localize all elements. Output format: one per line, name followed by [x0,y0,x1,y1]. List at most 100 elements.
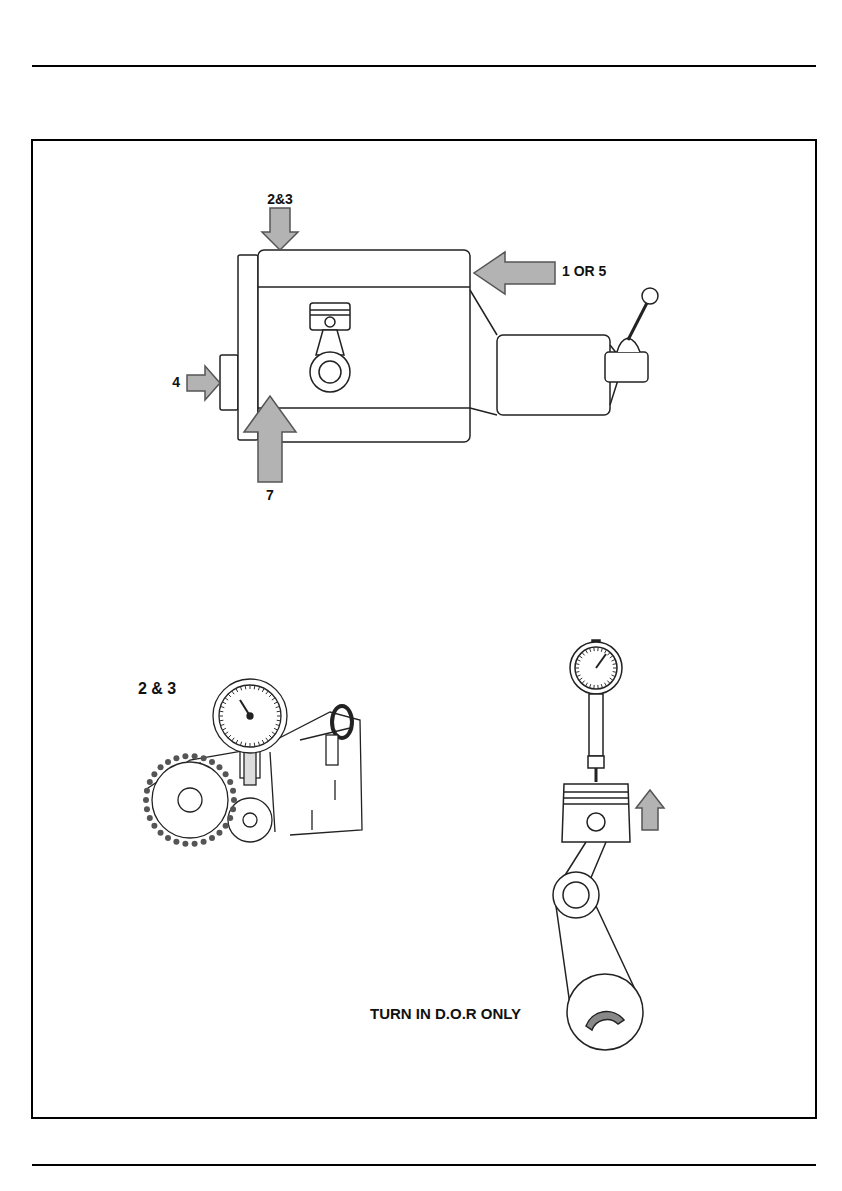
dial-gauge-on-engine-part-part [165,759,171,765]
dial-gauge-on-engine-part-part [258,687,259,691]
dial-gauge-on-engine-part-part [272,732,275,734]
dial-gauge-on-engine-part-part [227,779,233,785]
dial-gauge-on-engine-part-part [147,779,153,785]
dial-gauge-on-piston-part-part [607,681,610,684]
dial-gauge-on-piston-part-part [590,648,591,652]
dial-gauge-on-engine-part-part [276,706,280,707]
dial-gauge-on-engine-part-part [225,698,228,700]
dial-gauge-on-engine-part [213,679,287,753]
dial-gauge-on-piston-part [570,642,622,694]
dial-gauge-on-engine-part [219,685,281,747]
dial-gauge-on-engine-part-part [201,755,207,761]
dial-gauge-on-piston-part-part [601,648,602,652]
page-rules-part [32,140,816,1118]
dial-gauge-on-engine-part-part [221,724,225,725]
dial-gauge-on-engine-part [243,813,257,827]
dial-gauge-on-engine-part-part [228,694,231,697]
dial-gauge-on-piston-part [562,784,630,842]
dial-gauge-on-piston-part [567,974,643,1050]
dial-gauge-on-piston-part [575,647,617,689]
dial-gauge-on-piston-part-part [575,668,579,669]
instruction-note: TURN IN D.O.R ONLY [370,1006,521,1023]
dial-gauge-on-piston-part-part [577,659,581,661]
dial-gauge-on-piston-part-part [610,656,613,658]
dial-gauge-on-piston-part [636,790,664,830]
callout-arrows-part [244,396,296,482]
dial-gauge-on-engine-part [326,735,338,765]
dial-gauge-on-engine-part-part [144,806,150,812]
dial-gauge-on-engine-part-part [182,753,188,759]
dial-gauge-on-engine-part-part [258,742,259,746]
piston-icon-part [319,361,341,383]
dial-gauge-on-engine-part [247,713,253,719]
dial-gauge-on-piston-part-part [586,650,588,653]
dial-gauge-on-engine-part-part [269,735,272,738]
page-rules [32,66,816,1165]
dial-gauge-on-engine-part-part [216,830,222,836]
dial-gauge-on-engine-part-part [245,685,247,689]
dial-gauge-on-engine-part-part [269,694,272,697]
piston-icon-part [325,317,335,327]
dial-gauge-on-engine-part-part [182,841,188,847]
dial-gauge-on-engine-part-part [192,841,198,847]
dial-gauge-on-piston-part-part [607,652,610,655]
dial-gauge-on-piston-part-part [579,656,582,658]
dial-gauge-on-piston-part [564,797,628,799]
dial-gauge-on-engine-part [152,762,228,838]
dial-gauge-on-engine-part-part [240,687,241,691]
dial-gauge-on-engine-part-part [274,702,278,704]
dial-gauge-on-piston-part-part [577,675,581,677]
dial-gauge-on-engine-part-part [219,711,223,713]
dial-gauge-on-piston-part-part [601,684,602,688]
dial-gauge-on-piston-part [553,872,599,918]
dial-gauge-on-engine-part-part [216,764,222,770]
dial-gauge-on-piston-part-part [605,683,607,686]
dial-gauge-on-engine-part-part [228,735,231,738]
dial-gauge-on-engine-part-part [223,771,229,777]
dial-gauge-on-engine-part-part [276,724,280,725]
dial-gauge-on-engine-part [143,753,237,847]
engine-schematic-part [238,255,258,440]
piston-icon-part [310,352,350,392]
dial-gauge-on-piston-part [587,813,605,831]
dial-gauge-on-piston-part-part [613,663,617,665]
dial-gauge-on-piston-part-part [590,684,591,688]
dial-gauge-on-engine-part-part [254,685,256,689]
callout-number: 2&3 [267,192,293,207]
piston-icon-part [310,314,350,316]
dial-gauge-on-engine [143,679,362,847]
dial-gauge-on-piston-part [564,803,628,805]
engine-schematic [220,250,658,442]
dial-gauge-on-engine-part-part [245,743,247,747]
engine-schematic-part [258,250,470,442]
dial-gauge-on-piston-part [595,768,598,782]
dial-gauge-on-piston-part-part [575,663,579,665]
dial-gauge-on-engine-part-part [209,759,215,765]
dial-gauge-on-piston-part [564,791,628,793]
dial-gauge-on-engine-part [332,706,352,738]
dial-gauge-on-piston-part-part [582,681,585,684]
dial-gauge-on-piston-part [596,654,606,668]
dial-gauge-on-engine-part-part [277,716,281,717]
dial-gauge-on-engine-part-part [173,839,179,845]
dial-gauge-on-piston-part [589,694,603,756]
dial-gauge-on-engine-part [311,810,312,830]
dial-gauge-on-engine-part-part [232,691,234,694]
dial-gauge-on-piston-part-part [613,671,617,673]
engine-schematic-part [497,335,610,415]
dial-gauge-on-piston-part-part [612,659,616,661]
dial-gauge-on-engine-part-part [173,755,179,761]
callout-arrows-part [187,366,220,400]
dial-gauge-on-engine-part-part [262,740,264,744]
dial-gauge-on-engine-part-part [201,839,207,845]
callout-arrows-part [474,252,555,294]
dial-gauge-on-engine-part-part [225,732,228,734]
dial-gauge-on-engine-part-part [143,797,149,803]
dial-gauge-on-piston [553,640,664,1050]
dial-gauge-on-piston-part [586,1012,624,1030]
dial-gauge-on-piston-part-part [605,650,607,653]
callout-number: 4 [172,375,180,390]
callout-number: 2 & 3 [138,680,176,698]
